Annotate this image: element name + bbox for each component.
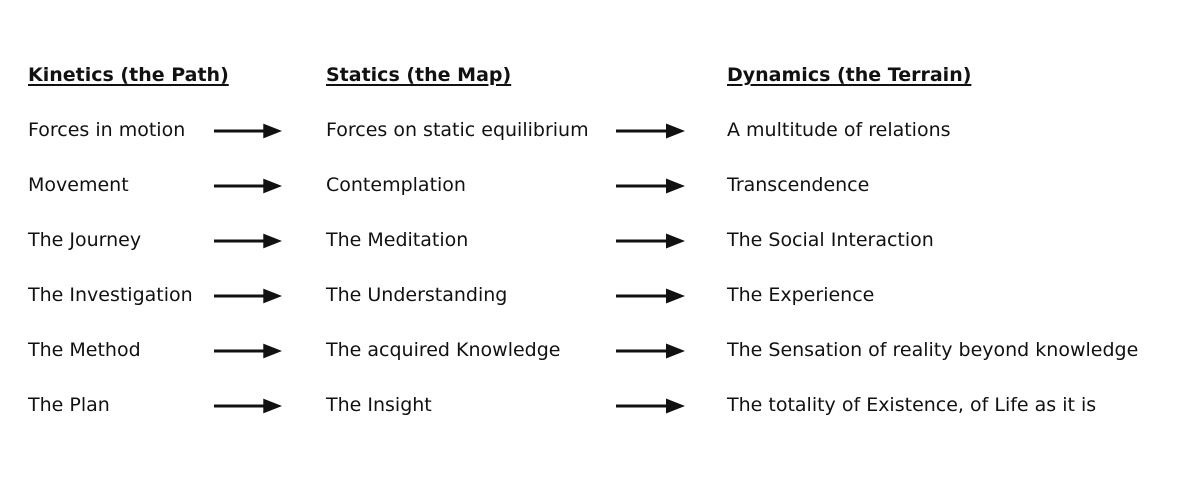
right-arrow-icon bbox=[616, 123, 685, 138]
right-arrow-icon bbox=[616, 343, 685, 358]
dynamics-term: The Sensation of reality beyond knowledg… bbox=[727, 339, 1139, 362]
right-arrow-icon bbox=[616, 178, 685, 193]
right-arrow-icon bbox=[213, 343, 283, 358]
right-arrow-icon bbox=[213, 123, 283, 138]
statics-term: The Meditation bbox=[326, 229, 469, 252]
mapping-row: Movement Contemplation Transcendence bbox=[28, 158, 1200, 213]
statics-term: Contemplation bbox=[326, 174, 466, 197]
statics-term: The acquired Knowledge bbox=[326, 339, 561, 362]
right-arrow-icon bbox=[213, 288, 283, 303]
kinetics-term: Movement bbox=[28, 174, 129, 197]
kinetics-term: The Journey bbox=[28, 229, 142, 252]
mapping-row: Forces in motion Forces on static equili… bbox=[28, 103, 1200, 158]
kinetics-term: The Method bbox=[28, 339, 141, 362]
dynamics-term: Transcendence bbox=[727, 174, 870, 197]
right-arrow-icon bbox=[616, 398, 685, 413]
statics-term: Forces on static equilibrium bbox=[326, 119, 589, 142]
column-header-kinetics: Kinetics (the Path) bbox=[28, 64, 229, 87]
right-arrow-icon bbox=[616, 288, 685, 303]
column-header-statics: Statics (the Map) bbox=[326, 64, 512, 87]
right-arrow-icon bbox=[213, 233, 283, 248]
header-row: Kinetics (the Path) Statics (the Map) Dy… bbox=[28, 48, 1200, 103]
dynamics-term: The Experience bbox=[727, 284, 875, 307]
dynamics-term: A multitude of relations bbox=[727, 119, 951, 142]
dynamics-term: The totality of Existence, of Life as it… bbox=[727, 394, 1097, 417]
column-header-dynamics: Dynamics (the Terrain) bbox=[727, 64, 972, 87]
dynamics-term: The Social Interaction bbox=[727, 229, 934, 252]
statics-term: The Insight bbox=[326, 394, 432, 417]
mapping-row: The Method The acquired Knowledge The Se… bbox=[28, 323, 1200, 378]
mapping-row: The Journey The Meditation The Social In… bbox=[28, 213, 1200, 268]
kinetics-term: Forces in motion bbox=[28, 119, 186, 142]
mapping-row: The Investigation The Understanding The … bbox=[28, 268, 1200, 323]
right-arrow-icon bbox=[213, 178, 283, 193]
kinetics-term: The Investigation bbox=[28, 284, 193, 307]
right-arrow-icon bbox=[616, 233, 685, 248]
kinetics-term: The Plan bbox=[28, 394, 110, 417]
statics-term: The Understanding bbox=[326, 284, 508, 307]
mapping-row: The Plan The Insight The totality of Exi… bbox=[28, 378, 1200, 433]
right-arrow-icon bbox=[213, 398, 283, 413]
header-spacer-2 bbox=[615, 48, 686, 103]
header-spacer-1 bbox=[213, 48, 283, 103]
